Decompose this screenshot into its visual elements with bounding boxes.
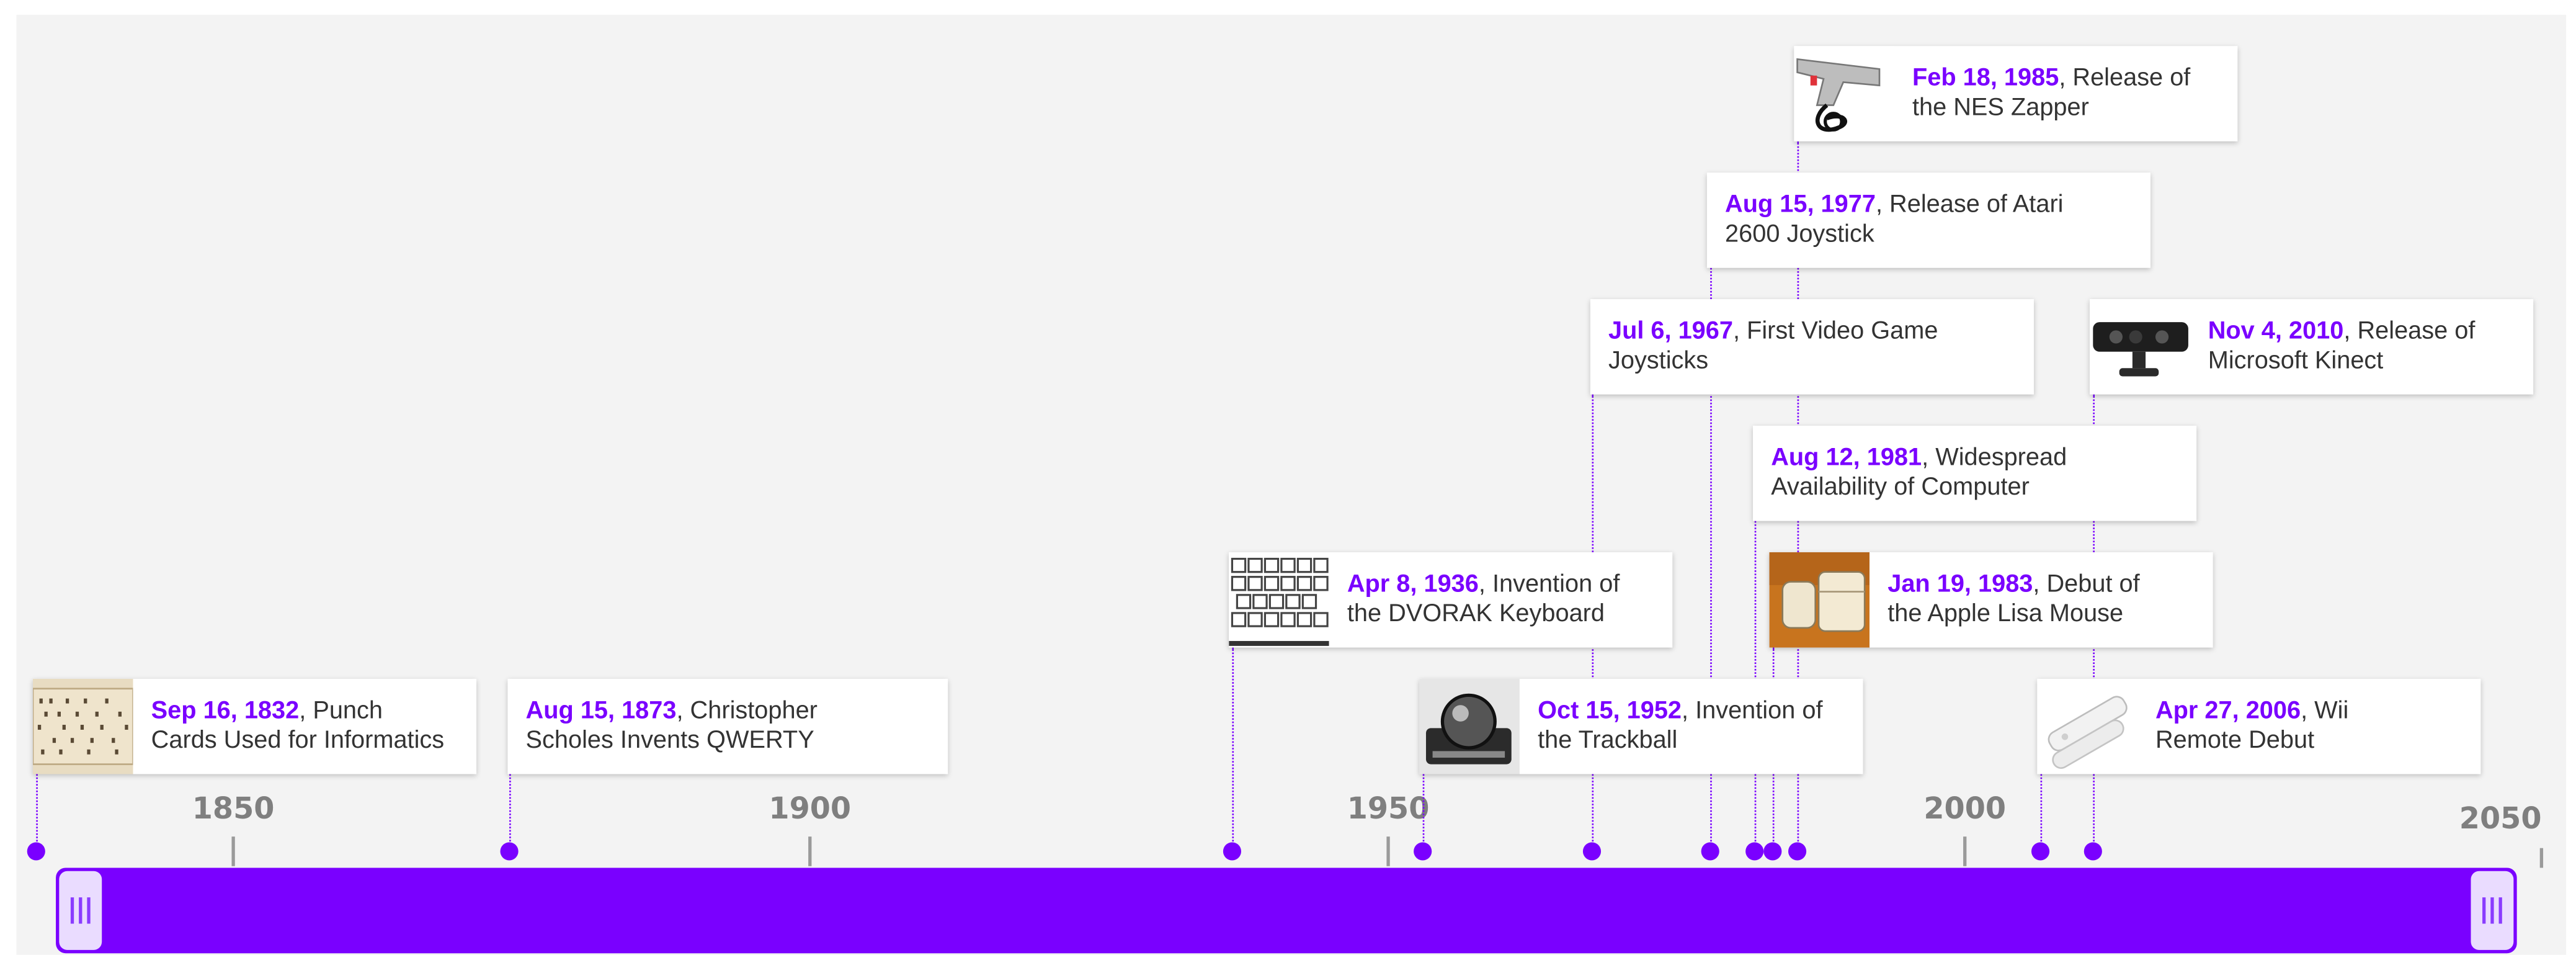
event-title: , Release of <box>2059 64 2191 92</box>
grip-line <box>79 897 82 924</box>
grip-line <box>2490 897 2494 924</box>
event-title: , Debut of <box>2033 570 2140 599</box>
event-title: Remote Debut <box>2155 726 2315 755</box>
event-date: Aug 15, 1873 <box>525 697 677 725</box>
grip-line <box>2498 897 2502 924</box>
event-title: , Christopher <box>676 697 818 725</box>
event-title: , Invention of <box>1478 570 1620 599</box>
event-marker-trackball[interactable] <box>1414 842 1432 861</box>
event-marker-punch-cards[interactable] <box>27 842 45 861</box>
event-date: Feb 18, 1985 <box>1912 64 2059 92</box>
event-title: the Apple Lisa Mouse <box>1887 599 2124 628</box>
event-title: , Wii <box>2301 697 2349 725</box>
axis-label-1950: 1950 <box>1347 792 1430 827</box>
wii-remote-icon <box>2037 678 2137 774</box>
axis-label-2000: 2000 <box>1923 792 2007 827</box>
event-marker-wii[interactable] <box>2031 842 2050 861</box>
range-handle-left[interactable] <box>59 871 102 950</box>
event-title: the DVORAK Keyboard <box>1347 599 1605 628</box>
event-line-wii <box>2040 774 2043 851</box>
event-line-atari <box>1710 267 1712 851</box>
kinect-icon <box>2090 299 2190 395</box>
axis-tick <box>808 836 812 866</box>
grip-line <box>87 897 91 924</box>
event-line-qwerty <box>509 774 511 851</box>
event-title: the Trackball <box>1538 726 1678 755</box>
event-title: , Punch <box>299 697 383 725</box>
axis-label-1850: 1850 <box>192 792 275 827</box>
event-date: Aug 12, 1981 <box>1771 444 1922 472</box>
event-title: Microsoft Kinect <box>2208 346 2384 375</box>
timeline-range-slider[interactable] <box>56 868 2517 954</box>
axis-label-1900: 1900 <box>769 792 852 827</box>
event-title: the NES Zapper <box>1912 93 2089 122</box>
event-marker-atari[interactable] <box>1701 842 1719 861</box>
axis-tick <box>2539 848 2544 868</box>
event-title: Joysticks <box>1608 346 1709 375</box>
keyboard-icon <box>1229 552 1329 648</box>
mouse-icon <box>1769 552 1870 648</box>
event-date: Oct 15, 1952 <box>1538 697 1682 725</box>
axis-label-2050: 2050 <box>2459 802 2542 837</box>
event-title: Cards Used for Informatics <box>151 726 445 755</box>
event-title: Scholes Invents QWERTY <box>525 726 814 755</box>
event-title: Availability of Computer <box>1771 473 2030 501</box>
event-date: Sep 16, 1832 <box>151 697 300 725</box>
event-marker-dvorak[interactable] <box>1223 842 1242 861</box>
grip-line <box>70 897 74 924</box>
axis-tick <box>231 836 235 866</box>
punch-card-icon <box>32 678 133 774</box>
event-date: Apr 8, 1936 <box>1347 570 1479 599</box>
event-date: Jul 6, 1967 <box>1608 317 1733 346</box>
event-date: Nov 4, 2010 <box>2208 317 2344 346</box>
event-title: , Release of Atari <box>1875 191 2064 219</box>
event-title: , Widespread <box>1922 444 2067 472</box>
zapper-icon <box>1794 46 1894 141</box>
event-date: Aug 15, 1977 <box>1725 191 1876 219</box>
event-line-punch-cards <box>36 774 38 851</box>
event-marker-joysticks[interactable] <box>1582 842 1602 861</box>
trackball-icon <box>1419 678 1520 774</box>
event-marker-computer[interactable] <box>1745 842 1764 861</box>
event-marker-lisa-mouse[interactable] <box>1763 842 1782 861</box>
event-marker-qwerty[interactable] <box>500 842 519 861</box>
range-handle-right[interactable] <box>2471 871 2514 950</box>
event-marker-kinect[interactable] <box>2084 842 2102 861</box>
event-title: 2600 Joystick <box>1725 220 1874 248</box>
event-date: Jan 19, 1983 <box>1887 570 2033 599</box>
event-line-dvorak <box>1232 647 1234 851</box>
event-marker-nes-zapper[interactable] <box>1788 842 1807 861</box>
event-title: , Invention of <box>1682 697 1823 725</box>
event-title: , First Video Game <box>1732 317 1938 346</box>
axis-tick <box>1386 836 1390 866</box>
event-date: Apr 27, 2006 <box>2155 697 2301 725</box>
event-title: , Release of <box>2343 317 2476 346</box>
grip-line <box>2482 897 2486 924</box>
axis-tick <box>1963 836 1967 866</box>
event-line-trackball <box>1422 774 1425 851</box>
